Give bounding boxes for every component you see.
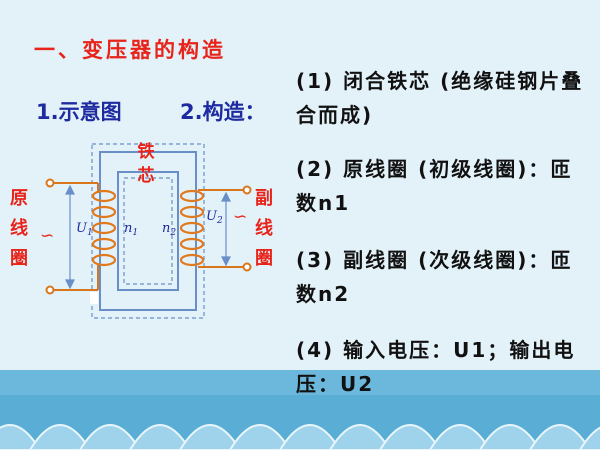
structure-item-voltage: (4) 输入电压：U1；输出电压：U2 <box>296 338 576 396</box>
secondary-coil-label: 副线圈 <box>255 188 273 269</box>
structure-item-core: (1) 闭合铁芯 (绝缘硅钢片叠合而成) <box>296 69 584 127</box>
wave-decoration <box>0 395 600 450</box>
slide-title: 一、变压器的构造 <box>34 38 226 62</box>
subtitle-schematic: 1.示意图 <box>36 100 122 124</box>
subtitle-structure: 2.构造： <box>180 100 266 124</box>
core-label: 铁芯 <box>137 142 155 186</box>
structure-item-secondary: (3) 副线圈 (次级线圈)：匝数n2 <box>296 248 573 306</box>
primary-coil-label: 原线圈 <box>10 188 28 269</box>
structure-item-primary: (2) 原线圈 (初级线圈)：匝数n1 <box>296 157 573 215</box>
